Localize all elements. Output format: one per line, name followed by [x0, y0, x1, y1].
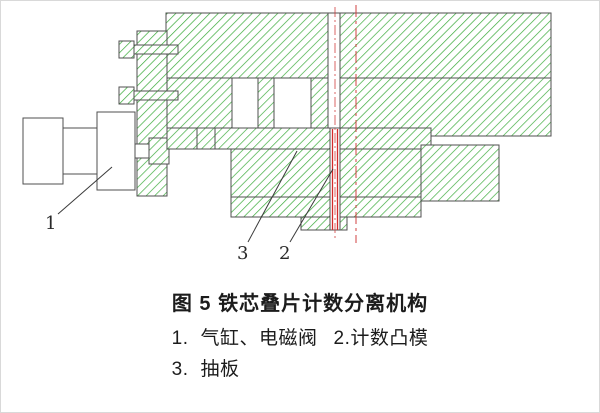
- lower-right-block: [420, 144, 500, 202]
- legend-item-3-number: 3.: [171, 358, 189, 380]
- top-right-block: [310, 77, 552, 137]
- figure-caption-block: 图 5 铁芯叠片计数分离机构 1. 气缸、电磁阀 2.计数凸模 3. 抽板: [1, 287, 599, 386]
- stud-shaft-top: [133, 44, 179, 55]
- stud-shaft-bottom: [133, 90, 179, 101]
- center-lines: [334, 5, 357, 243]
- upper-block-assembly: [165, 12, 552, 142]
- legend-item-1-label: 气缸、电磁阀: [200, 328, 318, 349]
- slide-plate-boss: [196, 127, 216, 150]
- callout-number-2: 2: [279, 243, 290, 264]
- callout-numbers: 1 3 2: [45, 213, 290, 264]
- stud-head-bottom: [118, 86, 135, 105]
- mounting-plate: [136, 30, 168, 197]
- figure-legend: 1. 气缸、电磁阀 2.计数凸模 3. 抽板: [172, 324, 429, 386]
- slide-plate-assembly: [166, 127, 432, 150]
- legend-line-2: 3. 抽板: [172, 355, 429, 386]
- stud-head-top: [118, 40, 135, 59]
- cylinder-head: [96, 111, 136, 191]
- lower-die-assembly: [230, 127, 500, 231]
- mechanism-drawing-svg: 1 3 2: [22, 5, 552, 264]
- legend-item-2-number: 2.: [333, 328, 351, 349]
- cylinder-body: [62, 127, 98, 175]
- punch-slot-upper: [327, 12, 341, 137]
- leader-line-2: [289, 168, 334, 243]
- rod-nut: [148, 137, 170, 165]
- mounting-plate-assembly: [118, 30, 179, 197]
- top-band-block: [165, 12, 552, 79]
- leader-line-3: [247, 150, 298, 243]
- callout-number-1: 1: [45, 213, 56, 234]
- legend-item-3-label: 抽板: [200, 358, 240, 380]
- callouts: [57, 150, 334, 243]
- leader-line-1: [57, 166, 113, 215]
- bottom-plate: [230, 196, 422, 218]
- legend-line-1: 1. 气缸、电磁阀 2.计数凸模: [172, 324, 429, 355]
- figure-title: 图 5 铁芯叠片计数分离机构: [171, 293, 429, 315]
- legend-item-1-number: 1.: [171, 328, 189, 349]
- piston-rod: [134, 143, 150, 159]
- mechanism-drawing: 1 3 2: [1, 1, 600, 273]
- counting-punch: [331, 129, 339, 230]
- cylinder-end-cap: [22, 117, 64, 185]
- legend-item-2-label: 计数凸模: [350, 328, 429, 349]
- cylinder-assembly: [22, 111, 170, 191]
- callout-number-3: 3: [237, 243, 248, 264]
- lower-main-block: [230, 148, 422, 198]
